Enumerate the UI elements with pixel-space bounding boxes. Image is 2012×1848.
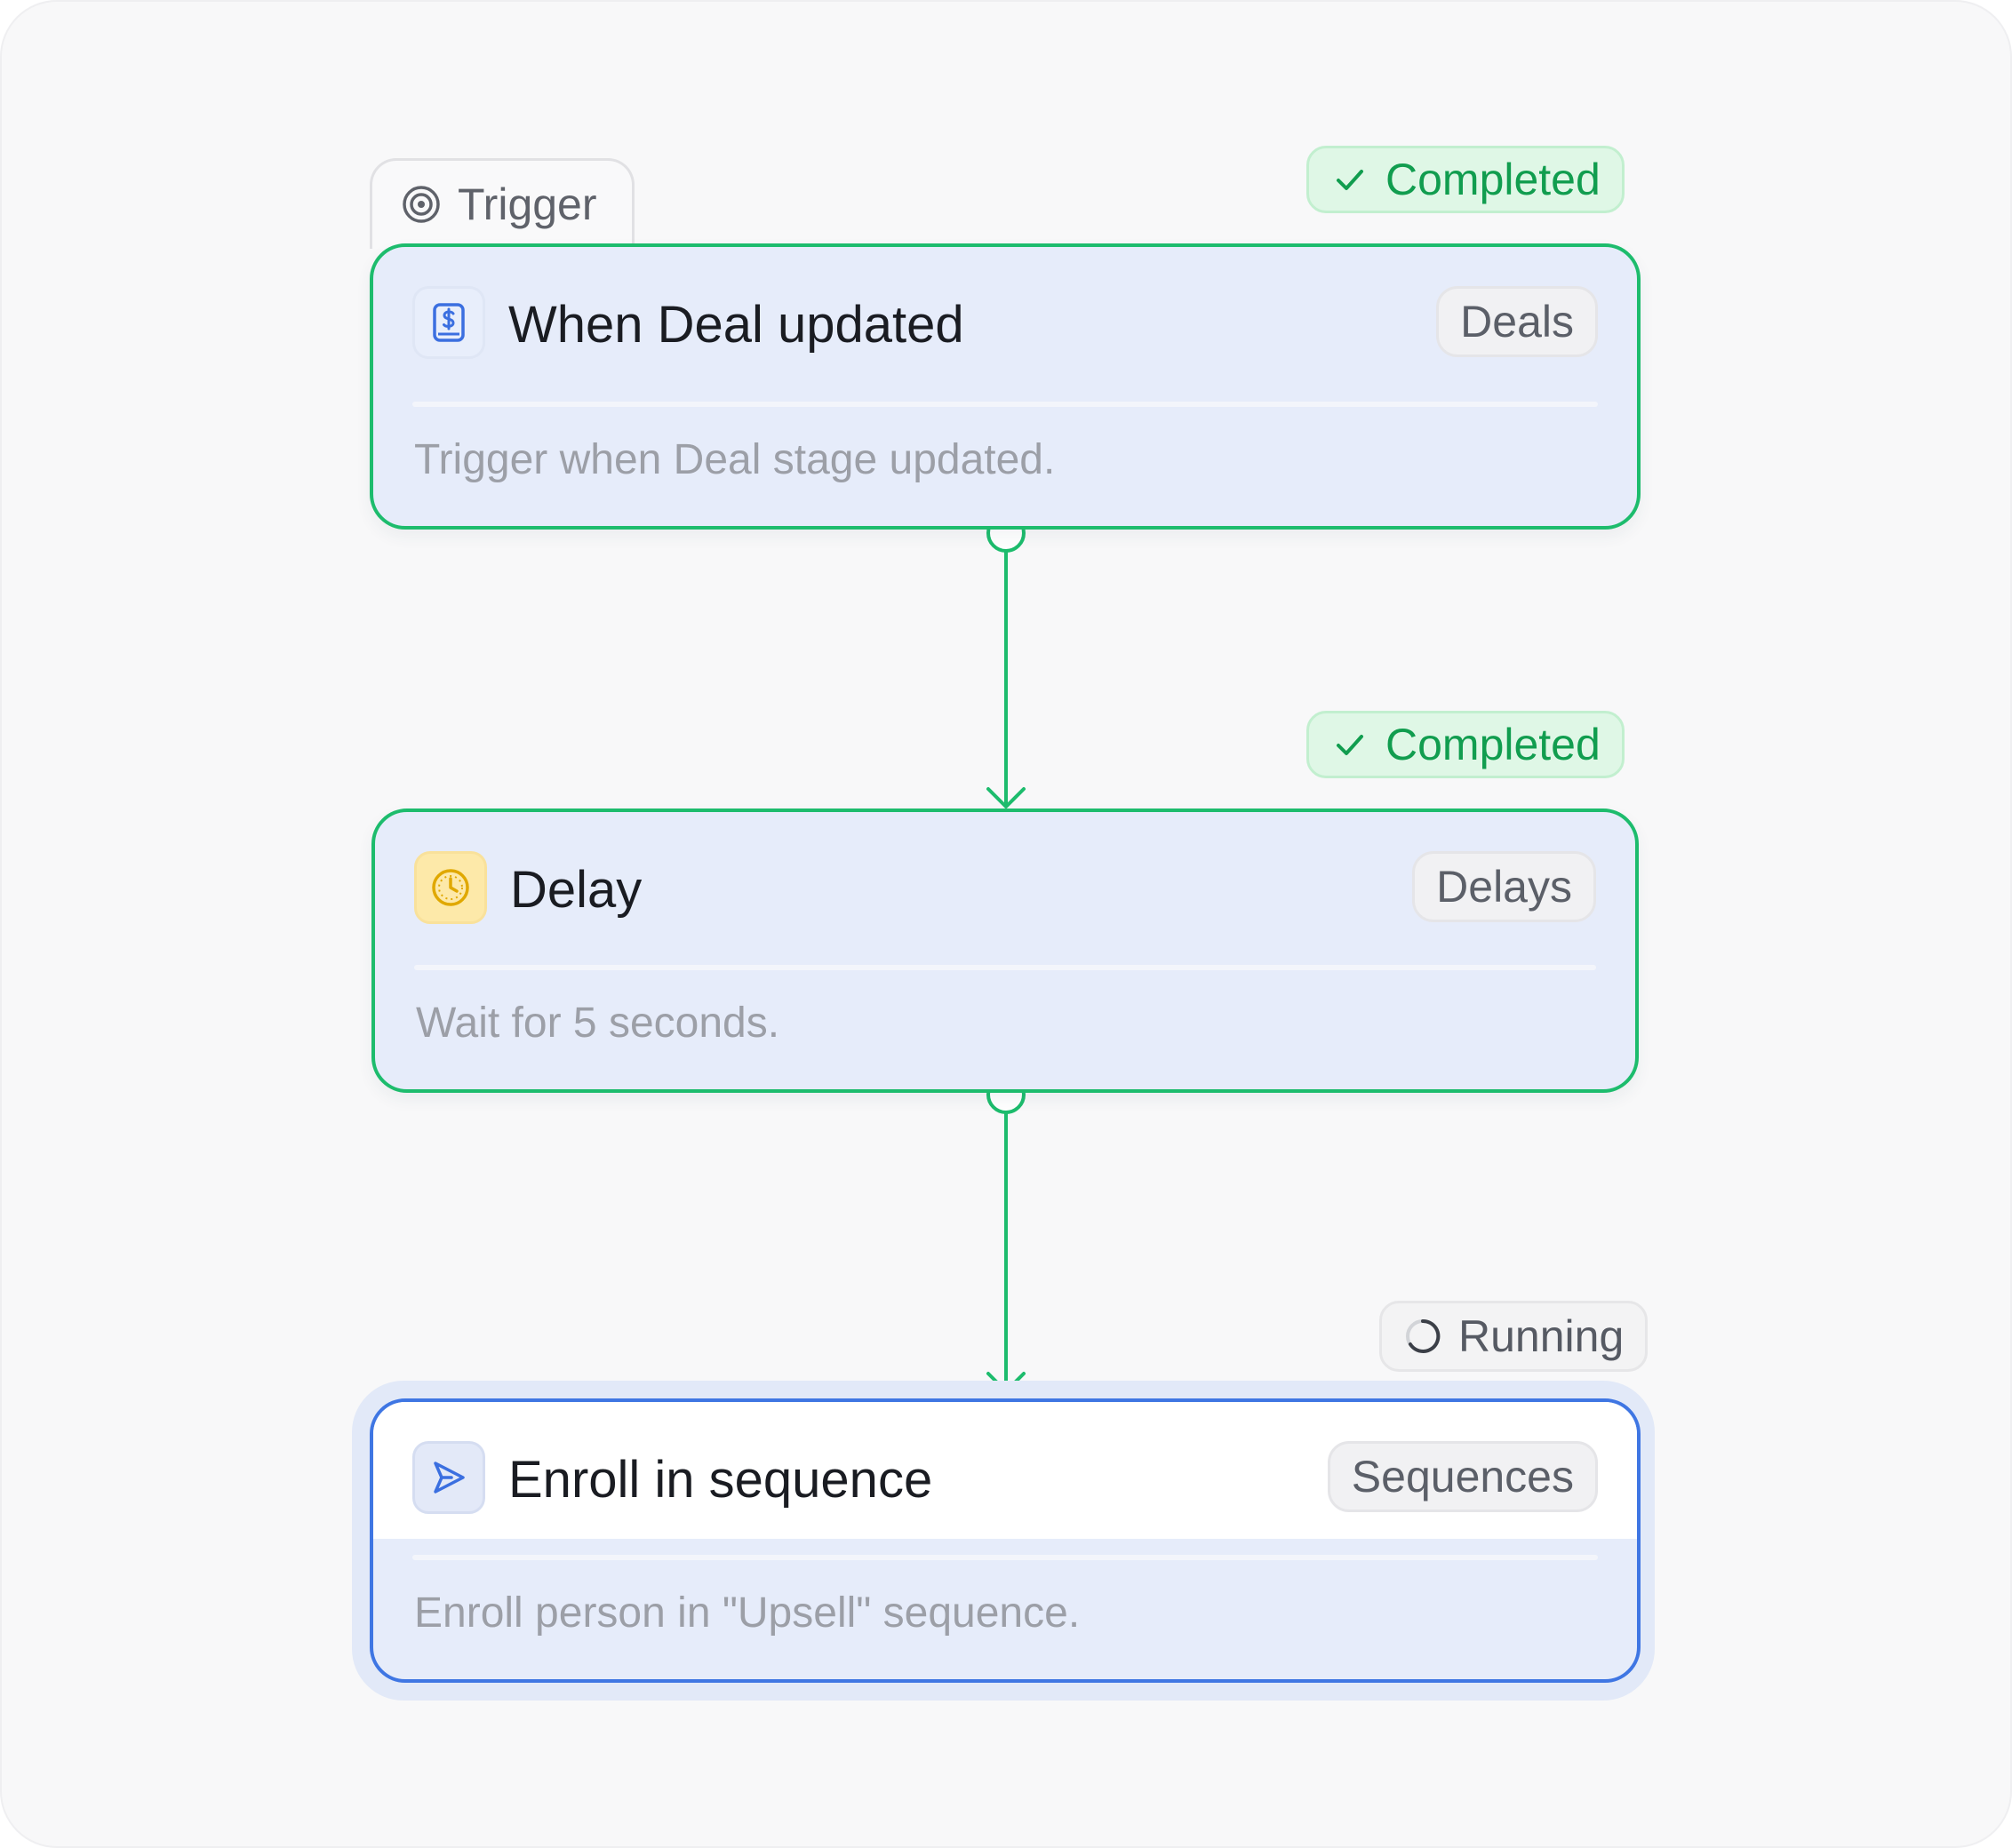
status-badge: Completed (1306, 146, 1625, 213)
divider (412, 402, 1598, 407)
category-badge: Deals (1436, 286, 1598, 357)
status-badge: Completed (1306, 711, 1625, 778)
status-label: Running (1458, 1311, 1625, 1361)
trigger-tab-label: Trigger (458, 179, 597, 229)
divider (414, 965, 1596, 970)
status-label: Completed (1385, 720, 1601, 769)
status-label: Completed (1385, 155, 1601, 204)
node-description: Wait for 5 seconds. (416, 1000, 780, 1047)
check-icon (1337, 735, 1363, 755)
workflow-node-delay[interactable]: Delay Delays Wait for 5 seconds. (371, 808, 1639, 1093)
workflow-node-enroll[interactable]: Enroll in sequence Sequences Enroll pers… (370, 1398, 1641, 1683)
divider (412, 1555, 1598, 1560)
trigger-tab[interactable]: Trigger (370, 158, 635, 249)
status-badge: Running (1379, 1301, 1649, 1372)
node-title: Enroll in sequence (508, 1451, 933, 1509)
check-icon (1337, 170, 1363, 190)
node-description: Enroll person in "Upsell" sequence. (414, 1589, 1081, 1637)
connector-trigger-to-delay (986, 551, 1026, 808)
category-badge: Sequences (1327, 1441, 1598, 1512)
spinner-icon (1406, 1318, 1441, 1353)
send-icon (412, 1441, 485, 1514)
connector-delay-to-enroll (986, 1112, 1026, 1393)
node-title: When Deal updated (508, 296, 964, 354)
clock-icon (414, 851, 487, 924)
dollar-document-icon (412, 286, 485, 359)
workflow-node-trigger[interactable]: When Deal updated Deals Trigger when Dea… (370, 243, 1641, 530)
node-description: Trigger when Deal stage updated. (414, 436, 1056, 483)
category-badge: Delays (1412, 851, 1596, 922)
node-header: Delay Delays (375, 812, 1635, 963)
node-header: Enroll in sequence Sequences (373, 1402, 1637, 1539)
target-icon (403, 186, 440, 223)
node-header: When Deal updated Deals (373, 247, 1637, 398)
node-title: Delay (510, 861, 643, 919)
